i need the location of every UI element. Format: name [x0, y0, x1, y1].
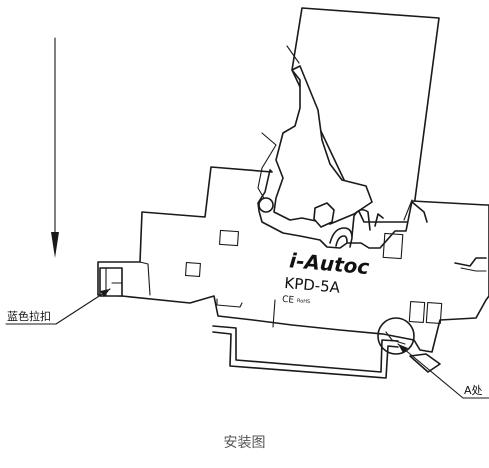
figure-caption: 安装图 — [223, 435, 266, 451]
rohs-mark: RoHS — [297, 298, 311, 305]
relay-body — [286, 7, 440, 223]
ce-mark: CE — [282, 295, 295, 306]
callout-left-label: 蓝色拉扣 — [7, 309, 51, 323]
point-a-marker — [377, 317, 441, 373]
blue-pull-tab — [99, 267, 123, 297]
model-label: KPD-5A — [284, 274, 342, 297]
relay-socket — [97, 166, 489, 353]
din-rail — [212, 298, 399, 379]
callout-point-a: A处 — [397, 343, 489, 399]
callout-blue-pull-tab: 蓝色拉扣 — [5, 288, 111, 325]
relay-clip — [257, 65, 384, 248]
callout-right-label: A处 — [464, 384, 483, 397]
down-arrow — [51, 37, 59, 258]
